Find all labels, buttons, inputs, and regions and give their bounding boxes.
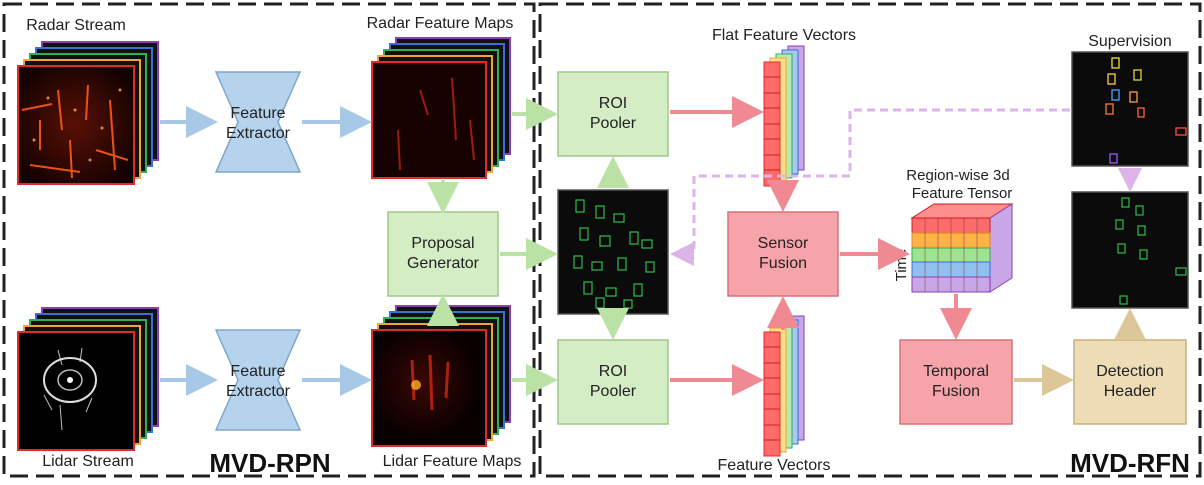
svg-text:Header: Header (1104, 383, 1157, 400)
svg-text:Sensor: Sensor (758, 235, 809, 252)
svg-text:Temporal: Temporal (923, 363, 989, 380)
radar-feature-maps-stack (371, 37, 511, 179)
radar-stream-label: Radar Stream (26, 17, 126, 34)
arrows (160, 96, 1146, 396)
lidar-feature-map-image (371, 329, 487, 447)
svg-text:Proposal: Proposal (411, 235, 474, 252)
proposal-generator-block: Proposal Generator (387, 211, 499, 297)
tensor-label-line2: Feature Tensor (912, 185, 1013, 202)
radar-feature-map-image (371, 61, 487, 179)
svg-text:ROI: ROI (599, 363, 627, 380)
svg-text:Pooler: Pooler (590, 115, 637, 132)
svg-text:Extractor: Extractor (226, 125, 291, 142)
supervision-image (1071, 51, 1189, 167)
tensor-label-line1: Region-wise 3d (906, 167, 1009, 184)
lidar-feature-maps-label: Lidar Feature Maps (383, 453, 522, 470)
svg-text:Extractor: Extractor (226, 383, 291, 400)
lidar-feature-maps-stack (371, 305, 511, 447)
feature-vectors-stack (763, 315, 805, 457)
radar-feature-maps-label: Radar Feature Maps (367, 15, 514, 32)
roi-pooler-bottom-block: ROI Pooler (557, 339, 669, 425)
svg-text:Pooler: Pooler (590, 383, 637, 400)
flat-feature-vectors-stack (763, 45, 805, 187)
svg-text:Fusion: Fusion (759, 255, 807, 272)
sensor-fusion-block: Sensor Fusion (727, 211, 839, 297)
svg-text:Feature: Feature (230, 105, 285, 122)
proposals-image (557, 189, 669, 315)
rpn-region-label: MVD-RPN (209, 448, 330, 478)
feature-tensor-cube (910, 203, 1014, 293)
flat-feature-vectors-label: Flat Feature Vectors (712, 27, 856, 44)
feature-vectors-label: Feature Vectors (718, 457, 831, 474)
lidar-stream-image (17, 331, 135, 451)
radar-stream-stack (17, 41, 159, 185)
svg-text:Fusion: Fusion (932, 383, 980, 400)
svg-text:Detection: Detection (1096, 363, 1164, 380)
svg-text:Generator: Generator (407, 255, 480, 272)
detection-output-image (1071, 191, 1189, 309)
supervision-label: Supervision (1088, 33, 1172, 50)
lidar-stream-stack (17, 307, 159, 451)
roi-pooler-top-block: ROI Pooler (557, 71, 669, 157)
lidar-stream-label: Lidar Stream (42, 453, 134, 470)
feature-extractor-bottom: Feature Extractor (214, 329, 302, 431)
svg-text:ROI: ROI (599, 95, 627, 112)
feature-extractor-top: Feature Extractor (214, 71, 302, 173)
detection-header-block: Detection Header (1073, 339, 1187, 425)
temporal-fusion-block: Temporal Fusion (899, 339, 1013, 425)
rfn-region-label: MVD-RFN (1070, 448, 1190, 478)
radar-stream-image (17, 65, 135, 185)
svg-text:Feature: Feature (230, 363, 285, 380)
